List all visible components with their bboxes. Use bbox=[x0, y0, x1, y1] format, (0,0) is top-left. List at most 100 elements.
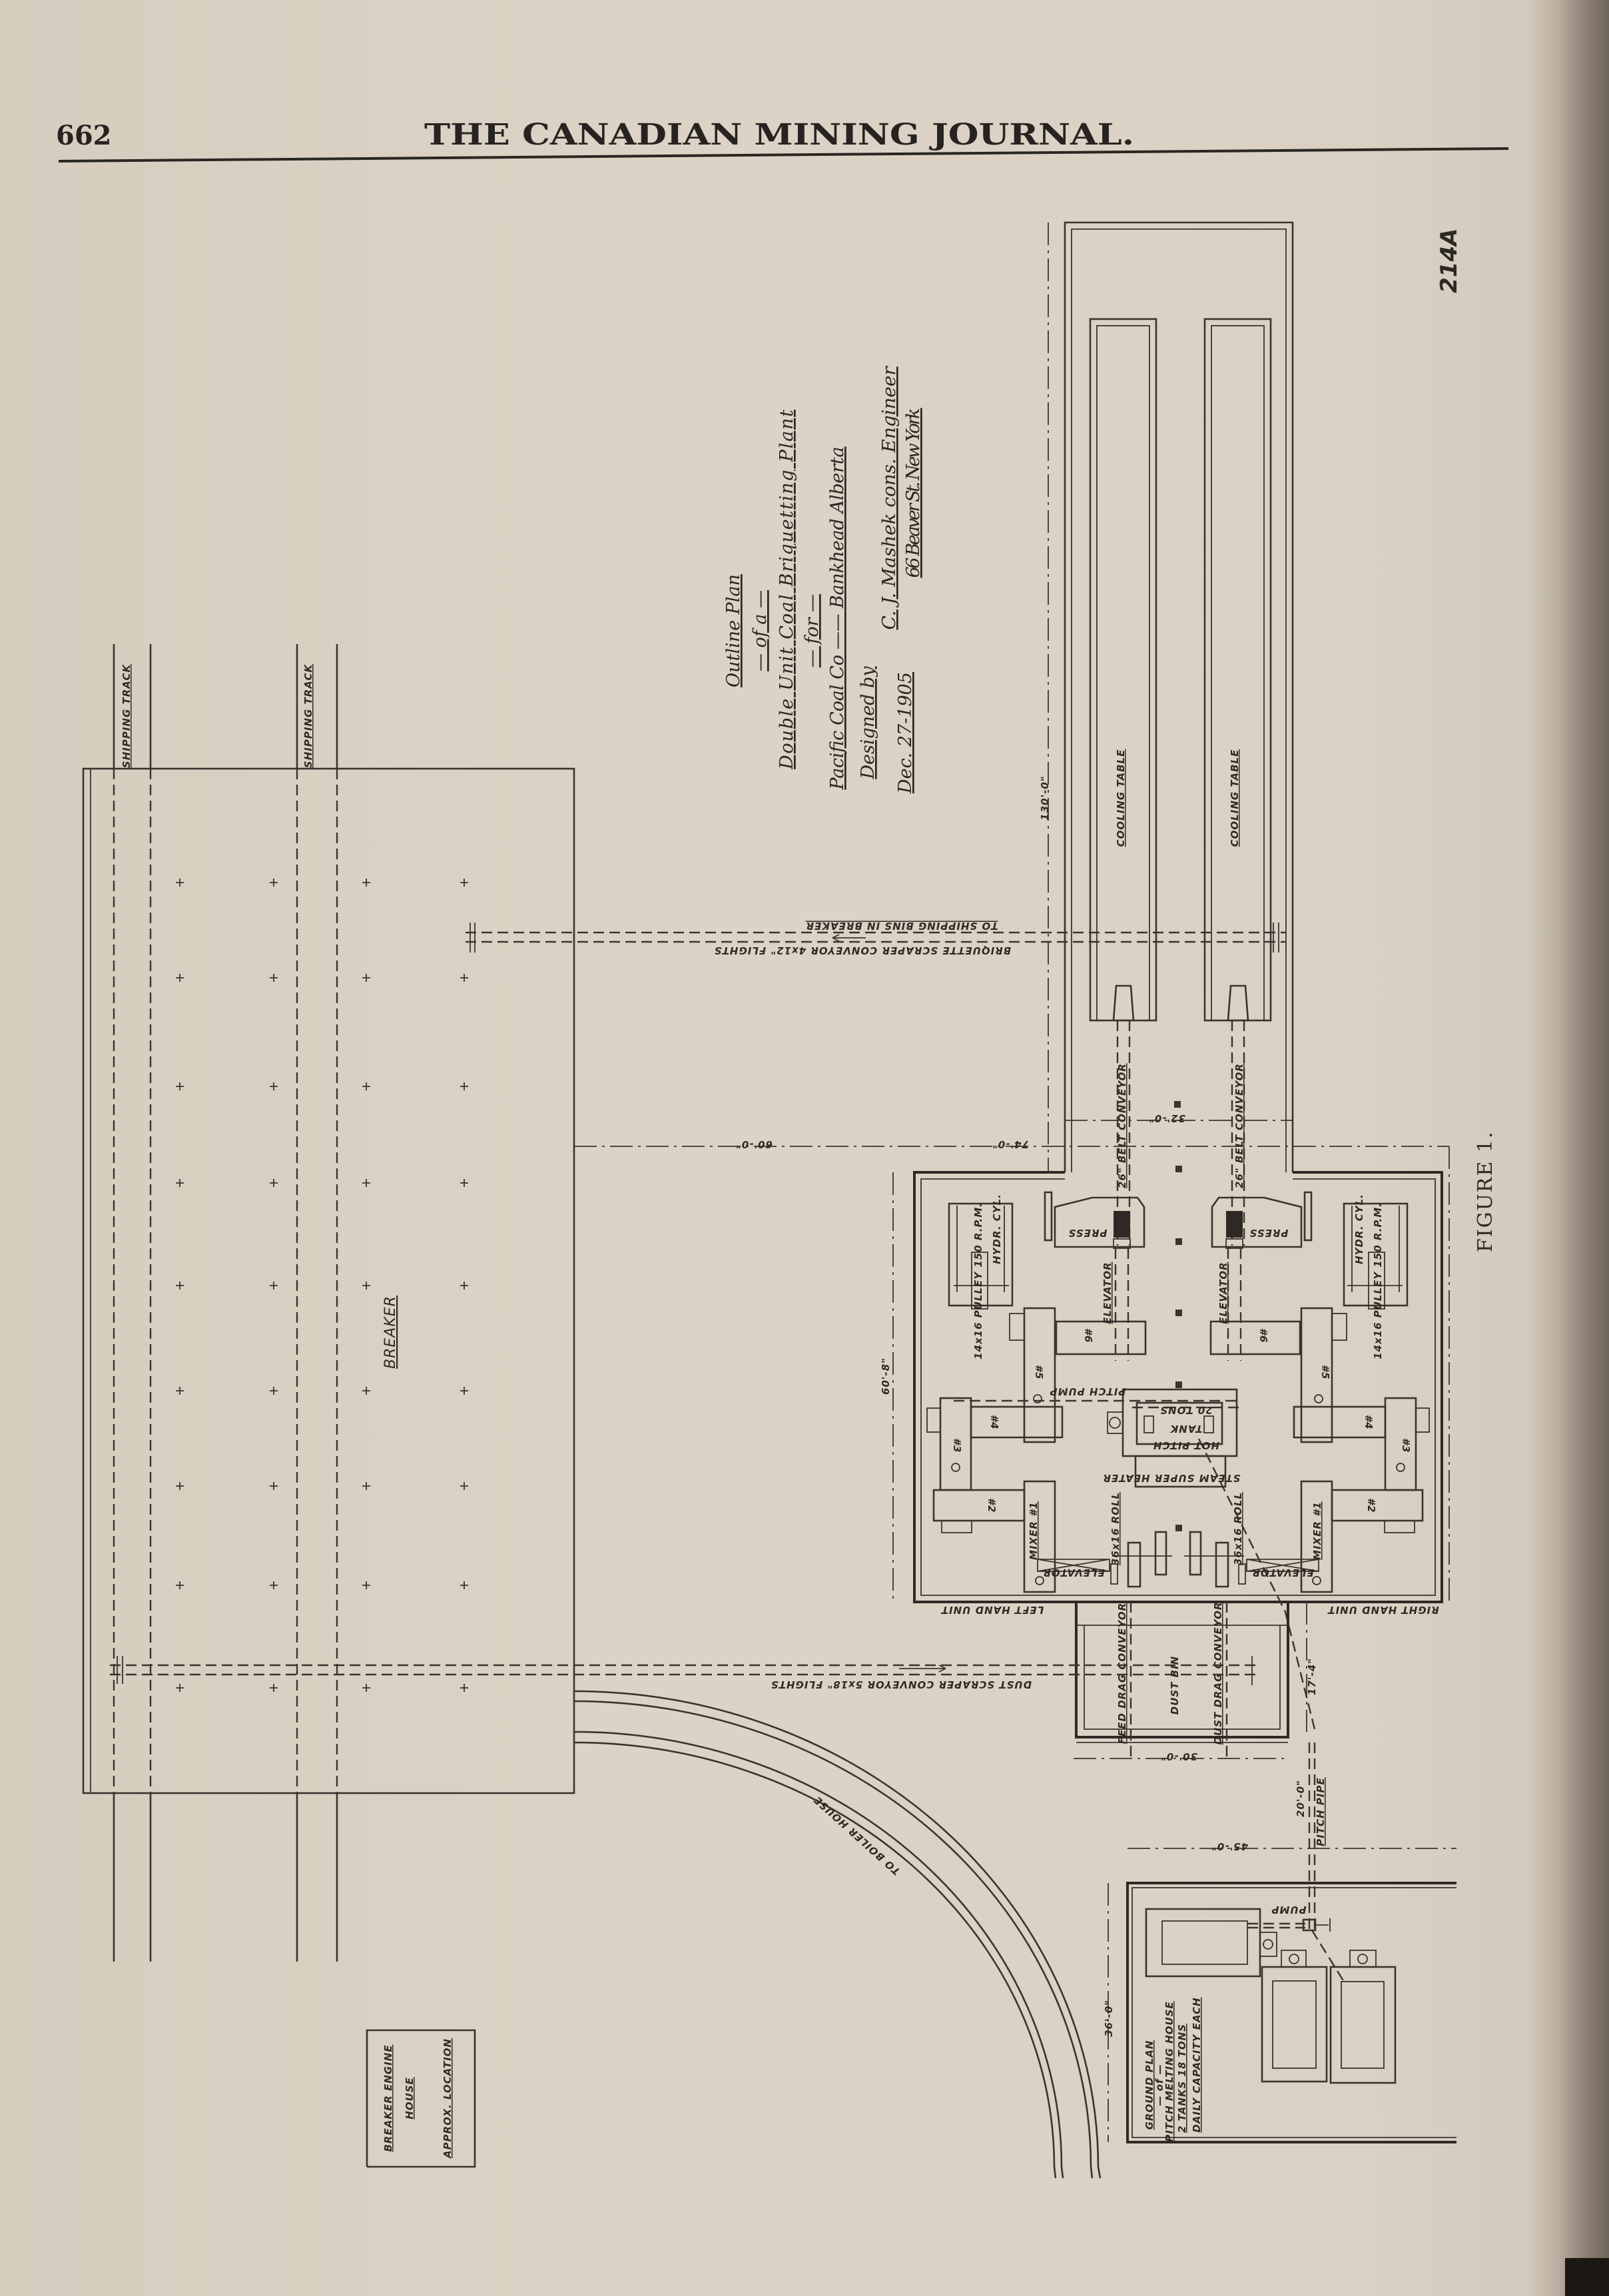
shipping-track-label: SHIPPING TRACK bbox=[121, 664, 133, 769]
survey-mark bbox=[270, 1684, 278, 1692]
machine-number: #2 bbox=[986, 1498, 998, 1513]
feed-drag-conveyor-label: FEED DRAG CONVEYOR bbox=[1116, 1603, 1128, 1744]
cooling-table bbox=[1089, 318, 1157, 1022]
machine-number: #6 bbox=[1257, 1328, 1269, 1343]
title-line: — of a — bbox=[750, 590, 771, 671]
shipping-track-label: SHIPPING TRACK bbox=[302, 664, 314, 769]
pitch-pipe-label: PITCH PIPE bbox=[1315, 1777, 1327, 1846]
margin-note: 214A bbox=[1436, 228, 1462, 293]
pitch-house-label: — of — bbox=[1153, 2064, 1165, 2105]
survey-mark bbox=[362, 1482, 370, 1490]
title-line: — for — bbox=[802, 594, 822, 667]
survey-mark bbox=[270, 1482, 278, 1490]
right-hand-unit bbox=[1183, 1191, 1431, 1593]
pitch-house-label: PITCH MELTING HOUSE bbox=[1163, 2001, 1175, 2141]
survey-mark bbox=[460, 1082, 468, 1090]
pitch-tank bbox=[1261, 1966, 1328, 2083]
to-shipping-bins-label: TO SHIPPING BINS IN BREAKER bbox=[805, 920, 998, 932]
dust-bin-building: FEED DRAG CONVEYOR DUST DRAG CONVEYOR DU… bbox=[1074, 1602, 1318, 1762]
pulley-label: 14x16 PULLEY 150 R.P.M. bbox=[972, 1202, 984, 1359]
page-corner-shadow bbox=[1565, 2258, 1609, 2296]
journal-title: THE CANADIAN MINING JOURNAL. bbox=[424, 118, 1134, 152]
steam-super-heater bbox=[1134, 1455, 1227, 1488]
survey-mark bbox=[362, 1179, 370, 1187]
survey-mark bbox=[362, 1082, 370, 1090]
pitch-house-label: GROUND PLAN bbox=[1143, 2040, 1155, 2130]
survey-marks bbox=[176, 879, 468, 1692]
survey-mark bbox=[362, 1282, 370, 1290]
survey-mark bbox=[176, 879, 184, 887]
title-block: Outline Plan — of a — Double Unit Coal B… bbox=[723, 365, 924, 794]
survey-mark bbox=[176, 1082, 184, 1090]
machine-number: #5 bbox=[1033, 1365, 1045, 1380]
press-label: PRESS bbox=[1068, 1227, 1108, 1239]
survey-mark bbox=[270, 1179, 278, 1187]
survey-mark bbox=[270, 1082, 278, 1090]
survey-mark bbox=[362, 974, 370, 982]
title-line: Double Unit Coal Briquetting Plant bbox=[777, 410, 797, 770]
dust-scraper-conveyor: DUST SCRAPER CONVEYOR 5x18" FLIGHTS bbox=[110, 1656, 1259, 1691]
survey-mark bbox=[460, 1179, 468, 1187]
machine-number: #3 bbox=[951, 1438, 963, 1453]
briquette-conveyor-label: BRIQUETTE SCRAPER CONVEYOR 4x12" FLIGHTS bbox=[714, 945, 1011, 957]
survey-mark bbox=[460, 879, 468, 887]
elevator-label: ELEVATOR bbox=[1251, 1567, 1313, 1579]
left-hand-unit bbox=[926, 1191, 1172, 1593]
mixer-label: MIXER #1 bbox=[1311, 1501, 1323, 1560]
dimension-label: 17'-4" bbox=[1306, 1658, 1318, 1695]
dimension-label: 20'-0" bbox=[1295, 1780, 1307, 1817]
title-line: Dec. 27-1905 bbox=[895, 672, 916, 794]
roll-label: 36x16 ROLL bbox=[1232, 1492, 1244, 1565]
survey-mark bbox=[362, 879, 370, 887]
survey-mark bbox=[270, 1282, 278, 1290]
survey-mark bbox=[460, 1684, 468, 1692]
dust-conveyor-label: DUST SCRAPER CONVEYOR 5x18" FLIGHTS bbox=[771, 1679, 1032, 1691]
left-hand-unit-label: LEFT HAND UNIT bbox=[940, 1604, 1044, 1616]
dimension-label: 60'-8" bbox=[880, 1357, 892, 1395]
tank-capacity-label: 20 TONS bbox=[1159, 1404, 1212, 1416]
dimension-label: 32'-0" bbox=[1148, 1112, 1185, 1124]
tank-label: TANK bbox=[1169, 1423, 1202, 1435]
belt-conveyor-label: 26" BELT CONVEYOR bbox=[1116, 1063, 1128, 1188]
main-plant-building: PRESS PRESS ELEVATOR ELEVATOR HYDR. CYL.… bbox=[913, 1166, 1443, 1732]
survey-mark bbox=[460, 1482, 468, 1490]
curved-tracks: TO BOILER HOUSE bbox=[573, 1690, 1102, 2179]
shipping-tracks: SHIPPING TRACK SHIPPING TRACK bbox=[113, 644, 338, 1962]
engine-house-label: APPROX. LOCATION bbox=[442, 2038, 454, 2159]
machine-number: #4 bbox=[1363, 1415, 1375, 1430]
survey-mark bbox=[460, 1282, 468, 1290]
pitch-pump-label: PITCH PUMP bbox=[1050, 1385, 1126, 1397]
dimension-label: 30'-0" bbox=[1160, 1750, 1197, 1762]
breaker-building: BREAKER bbox=[82, 767, 575, 1794]
survey-mark bbox=[362, 1387, 370, 1395]
title-line: Pacific Coal Co —— Bankhead Alberta bbox=[827, 447, 848, 791]
roll-label: 36x16 ROLL bbox=[1110, 1492, 1122, 1565]
page-number: 662 bbox=[56, 120, 112, 151]
dimension-label: 130'-0" bbox=[1039, 775, 1051, 820]
hot-pitch-label: HOT PITCH bbox=[1153, 1439, 1219, 1451]
survey-mark bbox=[176, 1684, 184, 1692]
survey-mark bbox=[176, 1482, 184, 1490]
title-line: C. J. Mashek cons. Engineer bbox=[879, 365, 900, 629]
belt-conveyor-label: 26" BELT CONVEYOR bbox=[1233, 1063, 1245, 1188]
elevator-label: ELEVATOR bbox=[1042, 1567, 1104, 1579]
survey-mark bbox=[270, 1581, 278, 1589]
figure-caption: FIGURE 1. bbox=[1474, 1130, 1497, 1252]
pitch-pipe: 20'-0" PITCH PIPE bbox=[1295, 1742, 1327, 1932]
breaker-engine-house: BREAKER ENGINE HOUSE APPROX. LOCATION bbox=[366, 2029, 476, 2168]
hydr-cyl-label: HYDR. CYL. bbox=[1353, 1194, 1365, 1264]
hydr-cyl-label: HYDR. CYL. bbox=[991, 1194, 1003, 1264]
breaker-label: BREAKER bbox=[382, 1296, 399, 1369]
survey-mark bbox=[460, 974, 468, 982]
machine-number: #5 bbox=[1319, 1365, 1331, 1380]
survey-mark bbox=[270, 879, 278, 887]
press-label: PRESS bbox=[1249, 1227, 1289, 1239]
title-line: 66 Beaver St. New York bbox=[903, 408, 924, 578]
right-hand-unit-label: RIGHT HAND UNIT bbox=[1327, 1604, 1439, 1616]
header-rule bbox=[58, 147, 1509, 163]
briquette-conveyor: TO SHIPPING BINS IN BREAKER BRIQUETTE SC… bbox=[466, 920, 1285, 957]
pitch-house-label: DAILY CAPACITY EACH bbox=[1191, 1997, 1203, 2132]
survey-mark bbox=[176, 1387, 184, 1395]
pitch-tank bbox=[1329, 1966, 1397, 2084]
